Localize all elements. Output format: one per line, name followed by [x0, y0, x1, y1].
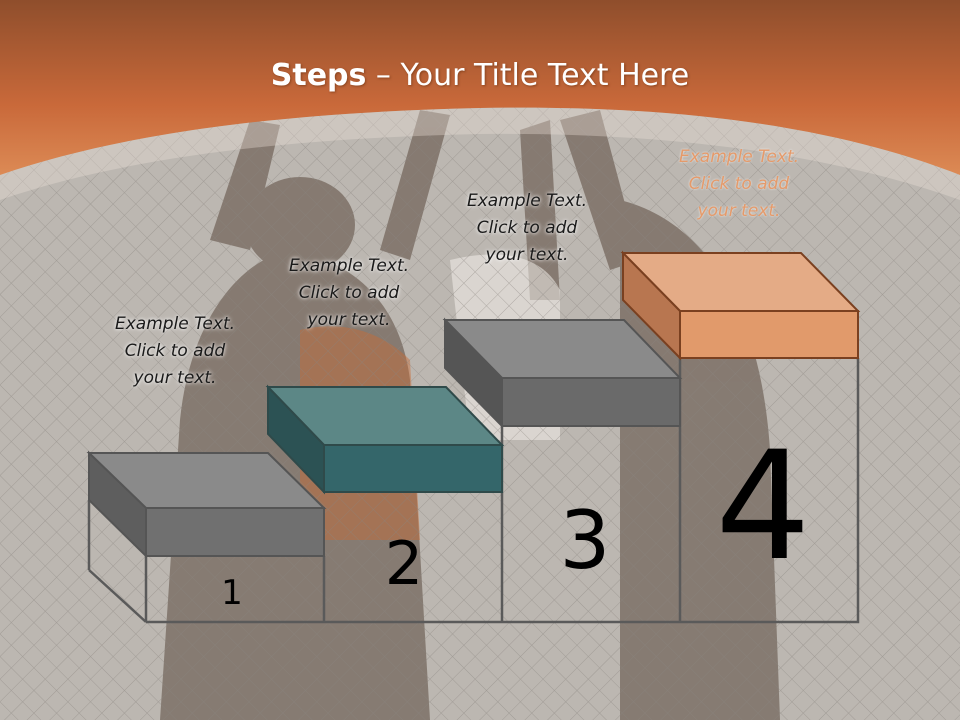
- step-2-caption[interactable]: Example Text. Click to add your text.: [264, 253, 434, 334]
- caption-line: your text.: [697, 201, 781, 221]
- caption-line: Example Text.: [288, 256, 410, 276]
- caption-line: Example Text.: [678, 147, 800, 167]
- caption-line: Example Text.: [466, 191, 588, 211]
- slide-title[interactable]: Steps – Your Title Text Here: [0, 56, 960, 96]
- step-2-block[interactable]: [265, 384, 505, 495]
- title-bold: Steps: [270, 58, 367, 93]
- caption-line: Click to add: [688, 174, 790, 194]
- step-4-number: 4: [715, 420, 810, 594]
- title-rest: – Your Title Text Here: [366, 58, 690, 93]
- step-1-number: 1: [221, 573, 243, 613]
- step-2-number: 2: [385, 529, 423, 599]
- caption-line: Click to add: [124, 341, 226, 361]
- step-4-caption[interactable]: Example Text. Click to add your text.: [654, 144, 824, 225]
- step-4-block[interactable]: [620, 250, 861, 361]
- caption-line: Click to add: [298, 283, 400, 303]
- step-1-block[interactable]: [86, 450, 327, 559]
- step-3-block[interactable]: [442, 317, 683, 429]
- step-3-number: 3: [560, 494, 611, 587]
- caption-line: your text.: [307, 310, 391, 330]
- caption-line: Click to add: [476, 218, 578, 238]
- caption-line: your text.: [133, 368, 217, 388]
- caption-line: Example Text.: [114, 314, 236, 334]
- caption-line: your text.: [485, 245, 569, 265]
- step-3-caption[interactable]: Example Text. Click to add your text.: [442, 188, 612, 269]
- step-1-caption[interactable]: Example Text. Click to add your text.: [90, 311, 260, 392]
